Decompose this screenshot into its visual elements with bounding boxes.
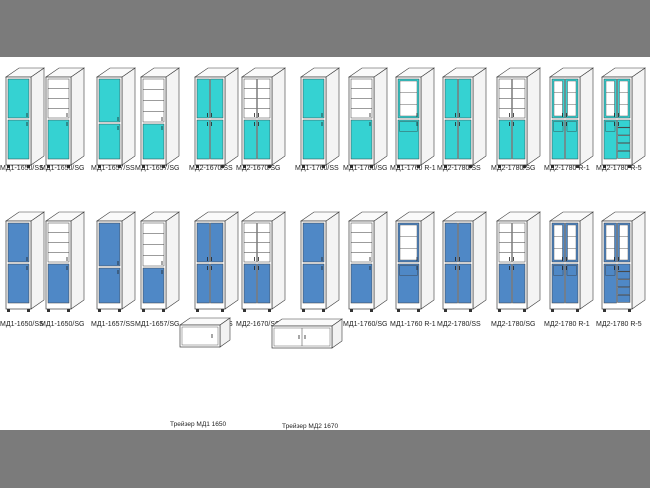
cabinet-label: МД1-1657/SS [91, 165, 135, 172]
cabinet-label: МД2-1780 R-5 [596, 321, 642, 328]
cabinet-label: МД2-1780/SS [437, 165, 481, 172]
cabinet-drawing [241, 67, 286, 168]
cabinet-item: МД2-1780/SS [437, 67, 487, 172]
top-gray-band [0, 0, 650, 57]
tray-drawing [271, 318, 343, 349]
cabinet-drawing [549, 67, 594, 168]
cabinet-drawing [348, 67, 388, 168]
cabinet-item: МД1-1760 R-1 [390, 67, 436, 172]
tray-drawing [179, 317, 231, 348]
cabinet-drawing [549, 211, 594, 312]
cabinet-label: МД1-1650/SS [0, 165, 44, 172]
bottom-gray-band [0, 430, 650, 488]
cabinet-item: МД2-1780 R-5 [596, 211, 646, 328]
cabinet-label: МД1-1760/SG [343, 321, 387, 328]
cabinet-item: МД2-1780/SG [491, 211, 541, 328]
cabinet-drawing [5, 211, 45, 312]
cabinet-drawing [140, 67, 180, 168]
cabinet-label: МД2-1780 R-1 [544, 165, 590, 172]
cabinet-item: МД2-1780/SG [491, 67, 541, 172]
cabinet-item: МД2-1780 R-1 [544, 211, 594, 328]
cabinet-label: МД2-1670/SG [236, 321, 280, 328]
cabinet-item: МД2-1670/SS [189, 211, 239, 328]
cabinet-label: МД1-1760 R-1 [390, 165, 436, 172]
cabinet-item: МД1-1760/SS [295, 211, 340, 328]
cabinet-label: МД2-1780/SG [491, 321, 535, 328]
cabinet-label: МД2-1670/SS [189, 165, 233, 172]
cabinet-item: МД2-1670/SG [236, 211, 286, 328]
cabinet-label: МД1-1760/SG [343, 165, 387, 172]
cabinet-drawing [140, 211, 180, 312]
cabinet-drawing [395, 211, 435, 312]
cabinet-label: МД1-1657/SG [135, 321, 179, 328]
cabinet-item: МД1-1650/SS [0, 211, 45, 328]
cabinet-item: МД1-1760/SG [343, 67, 388, 172]
cabinet-drawing [194, 211, 239, 312]
cabinet-item: МД1-1650/SG [40, 211, 85, 328]
cabinet-item: МД1-1760 R-1 [390, 211, 436, 328]
cabinet-item: МД1-1657/SS [91, 67, 136, 172]
cabinet-drawing [601, 211, 646, 312]
cabinet-item: МД1-1657/SG [135, 67, 180, 172]
tray-item: Трейзер МД1 1650 [170, 317, 231, 428]
cabinet-drawing [496, 67, 541, 168]
cabinet-item: МД2-1780/SS [437, 211, 487, 328]
cabinet-drawing [45, 211, 85, 312]
cabinet-item: МД2-1670/SS [189, 67, 239, 172]
cabinet-label: МД2-1780/SS [437, 321, 481, 328]
cabinet-label: МД2-1780 R-5 [596, 165, 642, 172]
tray-label: Трейзер МД1 1650 [170, 420, 226, 428]
cabinet-drawing [442, 67, 487, 168]
cabinet-item: МД1-1760/SG [343, 211, 388, 328]
cabinet-label: МД1-1650/SG [40, 165, 84, 172]
cabinet-label: МД1-1760 R-1 [390, 321, 436, 328]
cabinet-item: МД1-1657/SG [135, 211, 180, 328]
cabinet-item: МД1-1760/SS [295, 67, 340, 172]
cabinet-drawing [96, 211, 136, 312]
cabinet-drawing [300, 67, 340, 168]
cabinet-drawing [96, 67, 136, 168]
tray-label: Трейзер МД2 1670 [282, 422, 338, 430]
cabinet-drawing [395, 67, 435, 168]
cabinet-item: МД1-1650/SS [0, 67, 45, 172]
cabinet-drawing [45, 67, 85, 168]
cabinet-drawing [601, 67, 646, 168]
cabinet-label: МД1-1760/SS [295, 165, 339, 172]
cabinet-drawing [5, 67, 45, 168]
cabinet-drawing [300, 211, 340, 312]
cabinet-drawing [241, 211, 286, 312]
cabinet-label: МД1-1657/SG [135, 165, 179, 172]
cabinet-label: МД2-1780 R-1 [544, 321, 590, 328]
cabinet-label: МД1-1657/SS [91, 321, 135, 328]
cabinet-label: МД1-1650/SS [0, 321, 44, 328]
cabinet-drawing [194, 67, 239, 168]
cabinet-drawing [496, 211, 541, 312]
cabinet-item: МД1-1650/SG [40, 67, 85, 172]
cabinet-item: МД2-1780 R-1 [544, 67, 594, 172]
cabinet-drawing [348, 211, 388, 312]
cabinet-item: МД2-1670/SG [236, 67, 286, 172]
cabinet-label: МД2-1780/SG [491, 165, 535, 172]
cabinet-label: МД2-1670/SG [236, 165, 280, 172]
tray-item: Трейзер МД2 1670 [271, 318, 343, 430]
cabinet-item: МД1-1657/SS [91, 211, 136, 328]
cabinet-label: МД1-1650/SG [40, 321, 84, 328]
cabinet-item: МД2-1780 R-5 [596, 67, 646, 172]
cabinet-drawing [442, 211, 487, 312]
